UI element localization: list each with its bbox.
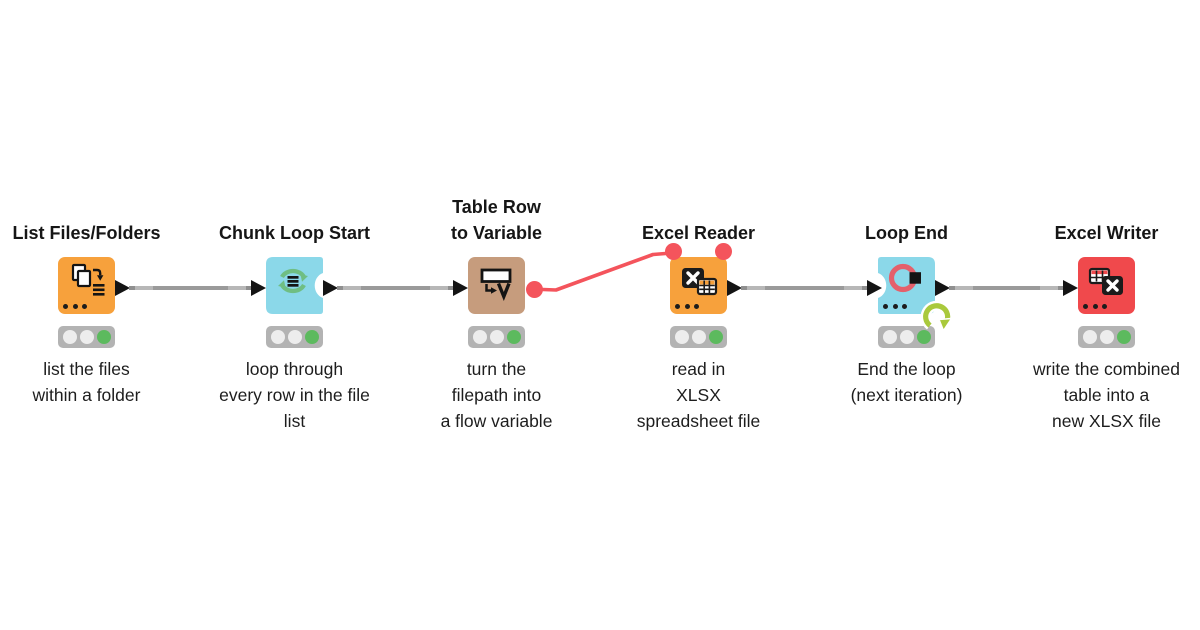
traffic-light xyxy=(58,326,115,348)
ellipsis-dots-icon xyxy=(883,303,907,309)
output-port-triangle[interactable] xyxy=(114,279,130,296)
output-port-triangle[interactable] xyxy=(726,279,742,296)
node-title: Chunk Loop Start xyxy=(219,198,370,246)
node-annotation: End the loop (next iteration) xyxy=(851,356,963,408)
annotation-line: (next iteration) xyxy=(850,385,963,405)
flow-variable-output-port[interactable] xyxy=(715,242,732,260)
input-port-triangle[interactable] xyxy=(251,279,266,296)
flow-variable-input-port[interactable] xyxy=(665,242,682,260)
node-title: List Files/Folders xyxy=(12,198,160,246)
node-excel-writer[interactable]: Excel Writer write the combined table in… xyxy=(997,198,1200,434)
ellipsis-dots-icon xyxy=(675,303,699,309)
node-title: Excel Reader xyxy=(642,198,755,246)
annotation-line: new XLSX file xyxy=(1052,411,1161,431)
traffic-light xyxy=(468,326,525,348)
node-title-line: List Files/Folders xyxy=(12,223,161,243)
excel-reader-icon xyxy=(682,268,718,296)
node-annotation: read in XLSX spreadsheet file xyxy=(637,356,761,434)
traffic-light xyxy=(266,326,323,348)
annotation-line: a flow variable xyxy=(440,411,553,431)
node-title-line: Excel Reader xyxy=(641,223,756,243)
node-title: Excel Writer xyxy=(1055,198,1159,246)
loop-iteration-badge-icon xyxy=(920,300,953,332)
node-title-line: Loop End xyxy=(865,223,948,243)
node-annotation: write the combined table into a new XLSX… xyxy=(1033,356,1180,434)
node-annotation: turn the filepath into a flow variable xyxy=(441,356,553,434)
node-annotation: loop through every row in the file list xyxy=(219,356,370,434)
input-port-triangle[interactable] xyxy=(867,279,882,296)
annotation-line: End the loop xyxy=(857,359,956,379)
node-title: Loop End xyxy=(865,198,948,246)
annotation-line: loop through xyxy=(245,359,344,379)
node-title-line: Chunk Loop Start xyxy=(219,223,370,243)
traffic-light xyxy=(670,326,727,348)
annotation-line: every row in the file xyxy=(219,385,370,405)
annotation-line: read in xyxy=(671,359,726,379)
node-title-line: to Variable xyxy=(450,223,543,243)
loop-end-icon xyxy=(888,263,921,293)
loop-arrows-icon xyxy=(278,268,308,294)
annotation-line: list the files xyxy=(43,359,130,379)
traffic-light xyxy=(1078,326,1135,348)
node-excel-reader[interactable]: Excel Reader read in XLSX spreadsheet fi… xyxy=(589,198,809,434)
annotation-line: turn the xyxy=(466,359,527,379)
output-port-triangle[interactable] xyxy=(934,279,950,296)
connection-data-4[interactable] xyxy=(948,285,1064,290)
input-port-triangle[interactable] xyxy=(1063,279,1078,296)
node-body[interactable] xyxy=(468,257,525,314)
files-list-icon xyxy=(71,263,105,296)
output-port-triangle[interactable] xyxy=(322,279,338,296)
ellipsis-dots-icon xyxy=(1083,303,1107,309)
input-port-triangle[interactable] xyxy=(453,279,468,296)
node-table-row-to-variable[interactable]: Table Row to Variable turn the filepath … xyxy=(387,197,607,434)
connection-data-3[interactable] xyxy=(740,285,868,290)
traffic-light xyxy=(878,326,935,348)
annotation-line: filepath into xyxy=(451,385,542,405)
excel-writer-icon xyxy=(1088,267,1123,295)
annotation-line: within a folder xyxy=(32,385,141,405)
node-annotation: list the files within a folder xyxy=(33,356,141,408)
node-title-line: Excel Writer xyxy=(1054,223,1159,243)
node-loop-end[interactable]: Loop End End the loop (next iteration) xyxy=(797,198,1017,408)
connection-data-2[interactable] xyxy=(336,285,454,290)
annotation-line: table into a xyxy=(1063,385,1150,405)
flow-variable-output-port[interactable] xyxy=(526,280,543,298)
annotation-line: write the combined xyxy=(1033,359,1180,379)
node-title-line: Table Row xyxy=(452,197,541,217)
row-to-variable-icon xyxy=(480,268,512,302)
node-list-files-folders[interactable]: List Files/Folders list the files within… xyxy=(0,198,197,408)
annotation-line: spreadsheet file xyxy=(636,411,761,431)
annotation-line: XLSX xyxy=(676,385,721,405)
node-chunk-loop-start[interactable]: Chunk Loop Start loop through every row … xyxy=(185,198,405,434)
node-title: Table Row to Variable xyxy=(450,197,543,246)
annotation-line: list xyxy=(283,411,306,431)
ellipsis-dots-icon xyxy=(63,303,87,309)
connection-data-1[interactable] xyxy=(128,285,252,290)
